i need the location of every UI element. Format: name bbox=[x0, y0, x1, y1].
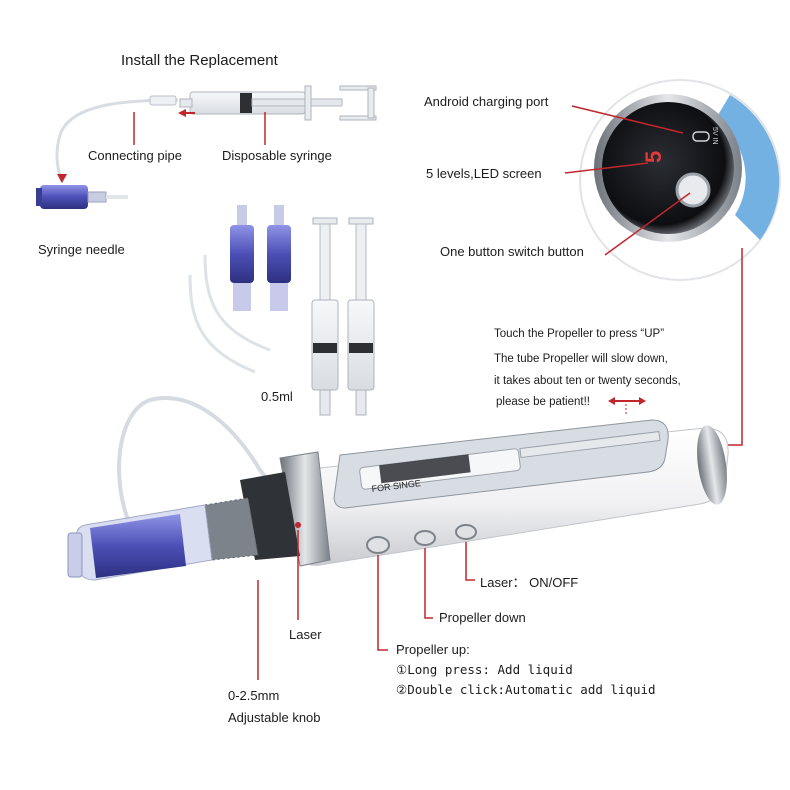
spare-pipe-1 bbox=[203, 254, 271, 352]
propeller-note-line3: it takes about ten or twenty seconds, bbox=[494, 375, 681, 387]
switch-button-label: One button switch button bbox=[440, 244, 584, 259]
long-press-label: ①Long press: Add liquid bbox=[396, 662, 573, 677]
connecting-pipe-label: Connecting pipe bbox=[88, 148, 182, 163]
laser-dot bbox=[295, 522, 301, 528]
led-screen-label: 5 levels,LED screen bbox=[426, 166, 542, 181]
connecting-pipe bbox=[55, 98, 179, 183]
spare-syringe-1 bbox=[311, 217, 339, 416]
propeller-down-label: Propeller down bbox=[439, 610, 526, 625]
disposable-syringe-label: Disposable syringe bbox=[222, 148, 332, 163]
port-mark: 5V IN bbox=[711, 127, 718, 145]
spare-cartridge-1 bbox=[230, 205, 254, 311]
switch-button bbox=[675, 172, 711, 208]
propeller-note-line2: The tube Propeller will slow down, bbox=[494, 353, 668, 365]
propeller-up-label: Propeller up: bbox=[396, 642, 470, 657]
knob-range-label: 0-2.5mm bbox=[228, 688, 280, 703]
propeller-note-line4: please be patient!! bbox=[496, 396, 590, 408]
led-digit: 5 bbox=[641, 151, 666, 163]
laser-label: Laser bbox=[289, 627, 322, 642]
device-pen: FOR SINGE bbox=[67, 396, 729, 581]
install-title: Install the Replacement bbox=[121, 52, 278, 69]
laser-onoff-label: Laser： ON/OFF bbox=[480, 575, 579, 590]
propeller-note-line1: Touch the Propeller to press “UP” bbox=[494, 328, 665, 340]
syringe-volume-label: 0.5ml bbox=[261, 389, 293, 404]
spare-cartridge-2 bbox=[267, 205, 291, 311]
charging-port bbox=[692, 131, 710, 142]
double-click-label: ②Double click:Automatic add liquid bbox=[396, 682, 656, 697]
pipe-connector bbox=[149, 95, 177, 106]
syringe-needle-label: Syringe needle bbox=[38, 242, 125, 257]
propeller-down-button bbox=[414, 530, 436, 546]
propeller-up-button bbox=[366, 536, 390, 554]
syringe-needle-cartridge bbox=[36, 185, 128, 209]
knob-label: Adjustable knob bbox=[228, 710, 321, 725]
charging-port-label: Android charging port bbox=[424, 94, 549, 109]
spare-syringe-2 bbox=[347, 217, 375, 416]
disposable-syringe bbox=[179, 85, 377, 121]
tail-cap-closeup: 5V IN 5 bbox=[579, 79, 781, 281]
spare-pipe-2 bbox=[188, 274, 256, 374]
laser-button bbox=[455, 524, 477, 540]
